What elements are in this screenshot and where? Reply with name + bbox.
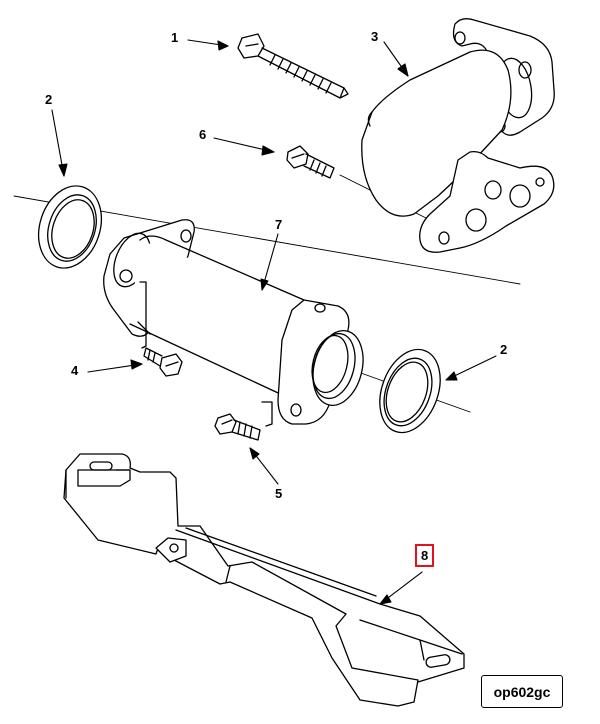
gasket-ring-part-2-left xyxy=(38,185,102,269)
leader-5 xyxy=(249,447,279,485)
callout-2-left: 2 xyxy=(45,92,53,107)
leader-2-left xyxy=(51,109,68,177)
callout-5: 5 xyxy=(275,486,283,501)
callout-2-right: 2 xyxy=(500,342,508,357)
callout-7: 7 xyxy=(275,217,283,232)
leader-1 xyxy=(187,39,229,51)
leader-7 xyxy=(260,233,279,291)
leader-6 xyxy=(213,137,275,156)
callout-6: 6 xyxy=(199,127,207,142)
tube-part-7 xyxy=(103,219,364,427)
callout-4: 4 xyxy=(71,363,79,378)
bolt-part-1 xyxy=(237,33,349,99)
elbow-adapter-part-3 xyxy=(361,18,555,253)
leader-2-right xyxy=(445,355,497,381)
bolt-part-4 xyxy=(143,347,183,377)
gasket-ring-part-2-right xyxy=(379,348,441,434)
leader-arrows xyxy=(51,39,497,605)
bolt-part-6 xyxy=(286,145,335,179)
figure-id-label: op602gc xyxy=(481,675,563,708)
leader-8 xyxy=(379,571,423,605)
leader-4 xyxy=(87,359,143,373)
bolt-part-5 xyxy=(214,413,261,441)
bracket-part-8 xyxy=(63,453,465,707)
callout-8-highlighted: 8 xyxy=(415,544,435,567)
callout-1: 1 xyxy=(171,30,179,45)
callout-3: 3 xyxy=(371,29,379,44)
leader-3 xyxy=(383,41,409,77)
